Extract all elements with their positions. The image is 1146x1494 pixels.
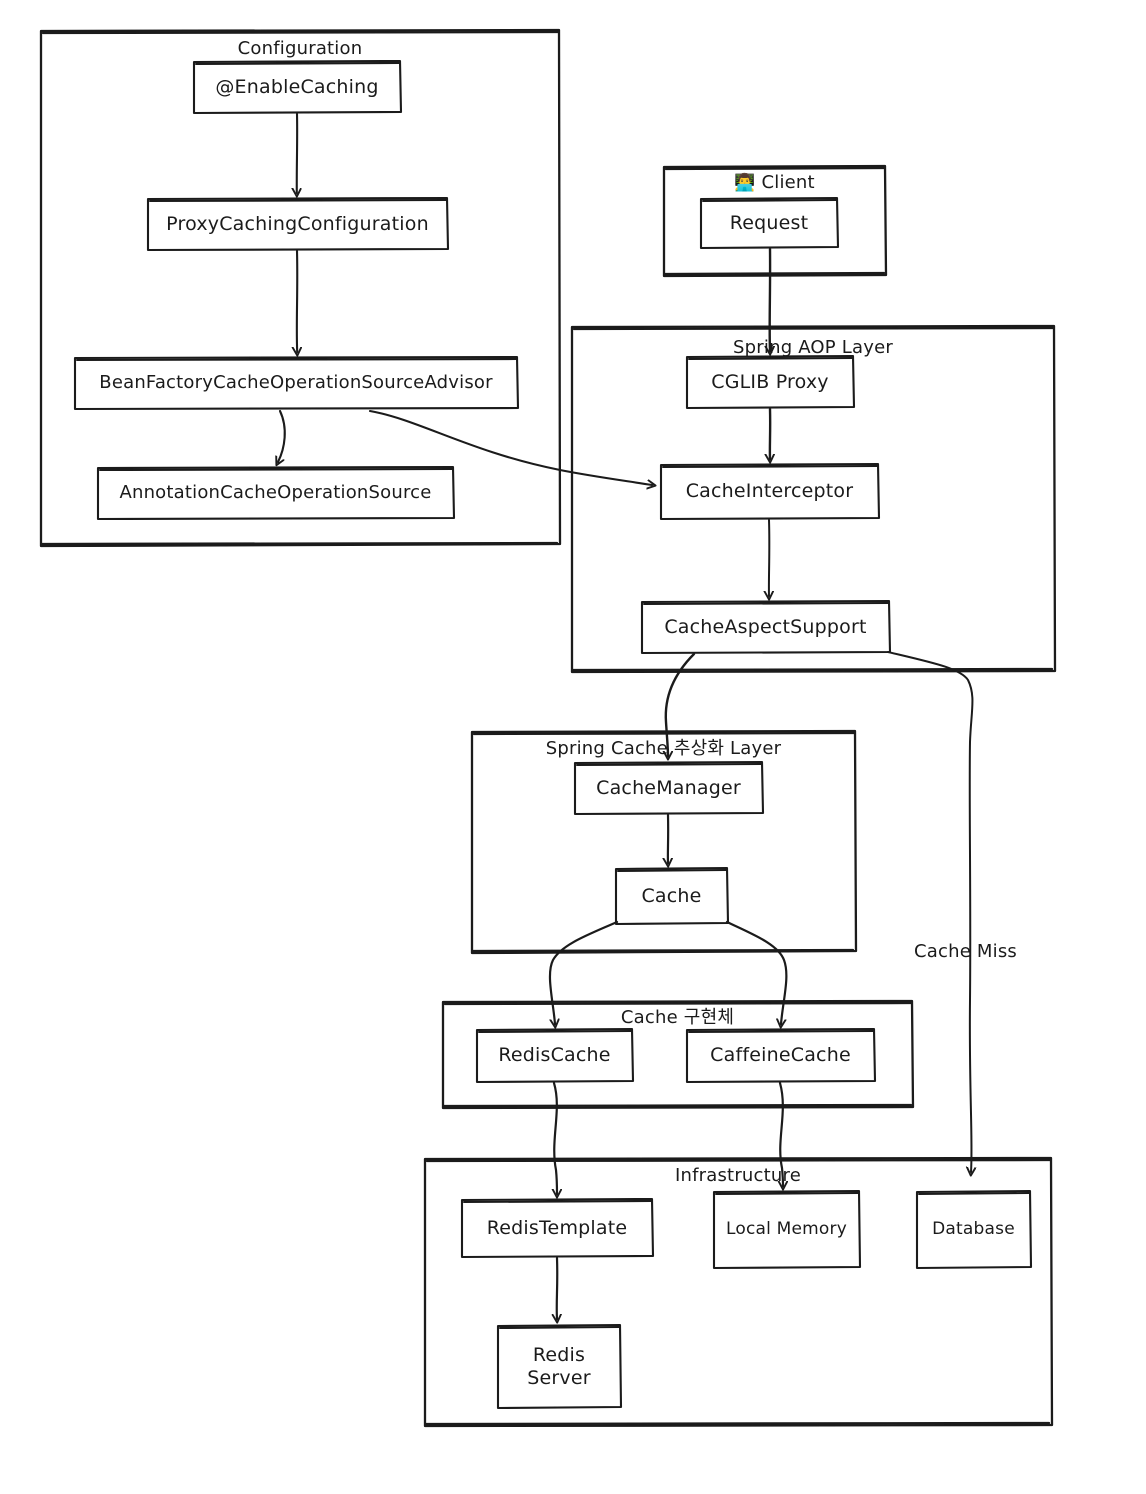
edge-cache-to-caffeinecache [725,920,788,1024]
group-configuration-frame [39,28,562,548]
edge-caffeinecache-to-localmemory [780,1081,783,1186]
node-cache-frame [614,866,730,926]
node-enable-caching-frame [192,59,403,115]
node-redis-server-frame [496,1323,623,1410]
node-cache-aspect-support-frame [640,599,892,655]
node-cglib-proxy-frame [685,354,856,410]
node-database-frame [915,1189,1033,1270]
node-annotation-cache-operation-source-frame [96,465,456,521]
node-redis-cache-frame [475,1027,635,1084]
node-caffeine-cache-frame [685,1027,877,1084]
edge-rediscache-to-redistemplate [554,1081,557,1194]
edge-aspectsupport-to-cachemanager [666,652,696,756]
edge-redistemplate-to-redisserver [557,1256,558,1319]
group-aop-frame [570,324,1057,674]
edge-advisor-to-cacheinterceptor [368,409,652,485]
edge-advisor-to-annotationsource [278,409,286,462]
node-proxy-caching-configuration-frame [146,196,450,252]
node-cache-interceptor-frame [659,462,881,521]
group-impl-frame [441,999,915,1110]
node-local-memory-frame [712,1189,862,1270]
node-cache-manager-frame [573,760,765,816]
group-client-frame [662,164,888,278]
edge-aspectsupport-to-database [887,651,972,1172]
node-request-frame [699,196,840,250]
group-abstraction-frame [470,729,858,955]
node-bean-factory-advisor-frame [73,355,520,411]
edge-cache-to-rediscache [548,920,619,1024]
group-infra-frame [423,1156,1054,1428]
node-redis-template-frame [460,1197,655,1259]
